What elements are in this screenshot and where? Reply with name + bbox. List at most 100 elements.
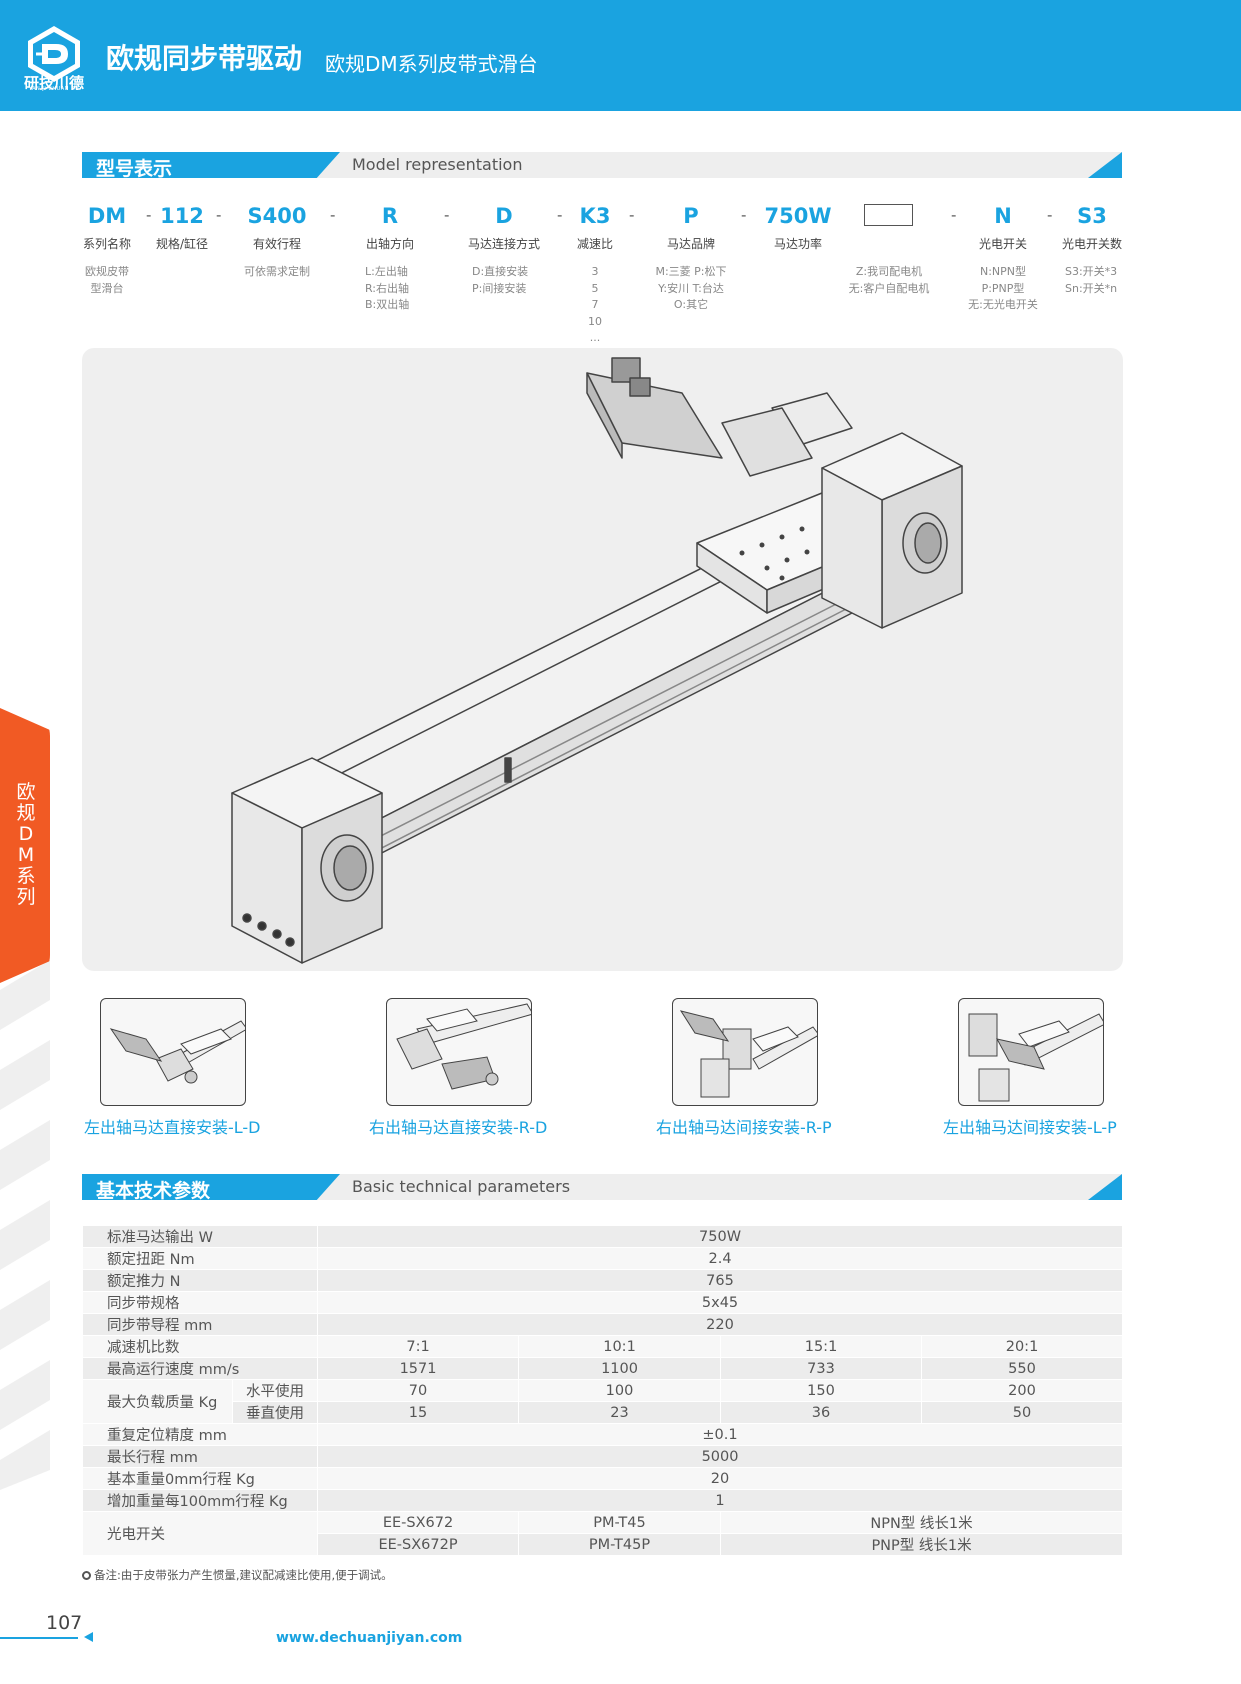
model-option: S3:开关*3 Sn:开关*n: [1065, 265, 1118, 295]
table-row: EE-SX672P PM-T45P PNP型 线长1米: [83, 1533, 1124, 1556]
model-label: 规格/缸径: [155, 237, 209, 251]
param-value: 15: [317, 1401, 520, 1424]
thumbnail-image: [968, 1013, 1103, 1102]
logo-text: 研技川德: [23, 74, 84, 92]
param-label: 同步带导程 mm: [81, 1313, 319, 1336]
model-label: 减速比: [576, 237, 613, 251]
footnote-text: 备注:由于皮带张力产生惯量,建议配减速比使用,便于调试。: [94, 1568, 393, 1582]
param-sublabel: 水平使用: [231, 1379, 319, 1402]
param-value: 200: [921, 1379, 1124, 1402]
thumbnail-caption: 左出轴马达直接安装-L-D: [84, 1118, 261, 1137]
page-subtitle: 欧规DM系列皮带式滑台: [325, 52, 538, 76]
company-logo-icon: [28, 26, 80, 82]
section-corner: [1088, 1174, 1122, 1200]
model-label: 光电开关: [978, 237, 1027, 251]
param-value: 20: [317, 1467, 1124, 1490]
table-row: 同步带导程 mm 220: [81, 1313, 1124, 1336]
belt-slide-illustration: [231, 357, 963, 964]
model-dash: -: [741, 206, 747, 224]
param-value: 100: [518, 1379, 722, 1402]
model-code-sensor-count: S3: [1077, 204, 1107, 228]
param-value: 7:1: [317, 1335, 520, 1358]
param-label: 基本重量0mm行程 Kg: [81, 1467, 319, 1490]
model-dash: -: [951, 206, 957, 224]
model-dash: -: [557, 206, 563, 224]
table-row: 基本重量0mm行程 Kg 20: [81, 1467, 1124, 1490]
page-title: 欧规同步带驱动: [106, 42, 303, 75]
model-code-power: 750W: [764, 204, 832, 228]
model-label: 光电开关数: [1061, 237, 1122, 251]
table-row: 标准马达输出 W 750W: [81, 1225, 1124, 1248]
model-dash: -: [146, 206, 152, 224]
model-code-blank-box: [864, 204, 913, 226]
model-label: 有效行程: [252, 237, 301, 251]
table-row: 增加重量每100mm行程 Kg 1: [81, 1489, 1124, 1512]
param-value: PM-T45: [518, 1511, 722, 1534]
thumbnail-l-d: [100, 998, 246, 1106]
param-value: 1: [317, 1489, 1124, 1512]
param-value: PM-T45P: [518, 1533, 722, 1556]
thumbnail-image: [109, 1020, 245, 1084]
param-value: 10:1: [518, 1335, 722, 1358]
param-value: 5x45: [317, 1291, 1124, 1314]
param-label: 同步带规格: [81, 1291, 319, 1314]
section-title-cn: 型号表示: [96, 158, 173, 180]
param-value: 220: [317, 1313, 1124, 1336]
thumbnail-caption: 左出轴马达间接安装-L-P: [943, 1118, 1117, 1137]
model-label: 马达功率: [773, 237, 822, 251]
table-row: 额定扭距 Nm 2.4: [81, 1247, 1124, 1270]
thumbnail-image: [396, 1003, 531, 1090]
model-code-direction: R: [381, 204, 399, 228]
section-corner: [1088, 152, 1122, 178]
page-number: 107: [46, 1612, 83, 1634]
section-bar-model: 型号表示 Model representation: [82, 152, 1122, 180]
model-label: 系列名称: [82, 237, 131, 251]
model-dash: -: [444, 206, 450, 224]
param-value: 23: [518, 1401, 722, 1424]
parameters-table: 标准马达输出 W 750W 额定扭距 Nm 2.4 额定推力 N 765 同步带…: [81, 1225, 1124, 1556]
model-code-brand: P: [683, 204, 699, 228]
table-row: 垂直使用 15 23 36 50: [83, 1401, 1124, 1424]
table-row: 最高运行速度 mm/s 1571 1100 733 550: [81, 1357, 1124, 1380]
param-value: 20:1: [921, 1335, 1124, 1358]
section-title-en: Model representation: [352, 155, 523, 174]
param-value: 1100: [518, 1357, 722, 1380]
footnote: 备注:由于皮带张力产生惯量,建议配减速比使用,便于调试。: [82, 1567, 393, 1583]
param-value: 70: [317, 1379, 520, 1402]
param-value: NPN型 线长1米: [720, 1511, 1124, 1534]
side-category-tab: [0, 708, 50, 983]
circle-bullet-icon: [82, 1571, 91, 1580]
model-code-connection: D: [495, 204, 513, 228]
section-tab: [82, 152, 340, 178]
thumbnail-caption: 右出轴马达间接安装-R-P: [656, 1118, 832, 1137]
website-link[interactable]: www.dechuanjiyan.com: [276, 1630, 463, 1646]
param-sublabel: 垂直使用: [231, 1401, 319, 1424]
param-value: 50: [921, 1401, 1124, 1424]
param-label: 重复定位精度 mm: [81, 1423, 319, 1446]
thumbnail-r-d: [386, 998, 532, 1106]
param-value: 15:1: [720, 1335, 923, 1358]
param-value: 36: [720, 1401, 923, 1424]
table-row: 同步带规格 5x45: [81, 1291, 1124, 1314]
thumbnail-r-p: [672, 998, 818, 1106]
param-label: 额定扭距 Nm: [81, 1247, 319, 1270]
param-label: 光电开关: [81, 1511, 319, 1556]
param-label: 最高运行速度 mm/s: [81, 1357, 319, 1380]
param-value: ±0.1: [317, 1423, 1124, 1446]
model-dash: -: [629, 206, 635, 224]
logo-subtext: YAN JI CHUAN DE: [28, 86, 80, 92]
page-header: 研技川德 YAN JI CHUAN DE 欧规同步带驱动 欧规DM系列皮带式滑台: [0, 0, 1241, 111]
param-label: 减速机比数: [81, 1335, 319, 1358]
product-image-panel: [82, 348, 1123, 971]
model-option: M:三菱 P:松下 Y:安川 T:台达 O:其它: [655, 265, 727, 311]
param-value: 2.4: [317, 1247, 1124, 1270]
param-value: 550: [921, 1357, 1124, 1380]
table-row: 最长行程 mm 5000: [81, 1445, 1124, 1468]
param-value: EE-SX672P: [317, 1533, 520, 1556]
model-code-size: 112: [160, 204, 204, 228]
model-option: Z:我司配电机 无:客户自配电机: [848, 265, 930, 295]
table-row: 光电开关 EE-SX672 PM-T45 NPN型 线长1米: [81, 1511, 1124, 1556]
model-dash: -: [1047, 206, 1053, 224]
model-code-ratio: K3: [579, 204, 611, 228]
section-tab: [82, 1174, 340, 1200]
